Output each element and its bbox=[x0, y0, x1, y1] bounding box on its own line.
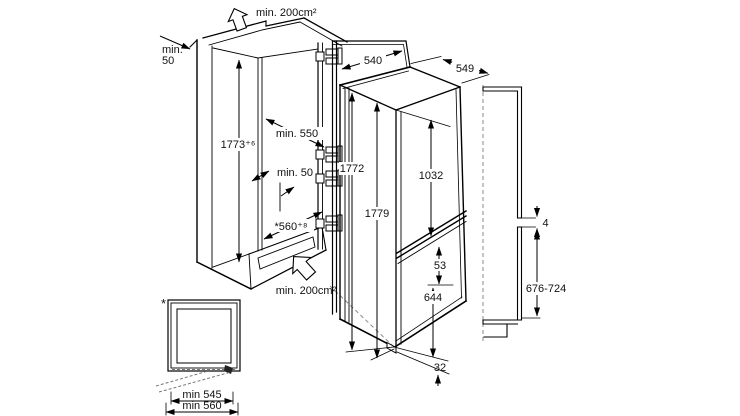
upper-door-dimension: 1032 bbox=[416, 119, 447, 237]
niche-rear-gap-label: min. 50 bbox=[277, 167, 313, 179]
plan-door-swing-dashed bbox=[155, 370, 232, 393]
plinth-dimension: 32 bbox=[434, 362, 446, 386]
lower-panel-dimension: 676-724 bbox=[523, 230, 569, 317]
niche-height-label: 1773⁺⁶ bbox=[221, 139, 256, 151]
appliance-width-label: 540 bbox=[364, 55, 382, 67]
niche-width-label: *560⁺⁸ bbox=[274, 221, 307, 233]
niche-bottom-vent-label: min. 200cm² bbox=[276, 285, 337, 297]
hinge-icon-top bbox=[315, 47, 343, 65]
upper-door-label: 1032 bbox=[419, 170, 443, 182]
hinge-icon-upper-middle bbox=[315, 145, 343, 163]
lower-door-dimension: 644 bbox=[419, 287, 448, 358]
appliance-overall-height-dimension: 1779 bbox=[364, 102, 391, 359]
appliance-depth-dimension: 549 bbox=[442, 59, 489, 75]
niche-height-dimension: 1773⁺⁶ bbox=[219, 59, 257, 263]
door-gap-dimension: 53 bbox=[427, 246, 454, 286]
niche-depth-label: min. 550 bbox=[276, 128, 318, 140]
bottom-airflow-arrow-icon bbox=[292, 256, 317, 281]
niche-top-vent-label: min. 200cm² bbox=[256, 7, 317, 19]
appliance-width-dimension: 540 bbox=[341, 50, 403, 70]
plan-view: * min 545 min 560 bbox=[155, 296, 241, 416]
plinth-label: 32 bbox=[434, 362, 446, 374]
plan-footnote-marker: * bbox=[161, 296, 166, 311]
door-gap-label: 53 bbox=[434, 260, 446, 272]
panel-gap-dimension: 4 bbox=[533, 206, 549, 239]
lower-door-label: 644 bbox=[424, 292, 442, 304]
appliance-height-label: 1772 bbox=[340, 163, 364, 175]
appliance-overall-height-label: 1779 bbox=[365, 208, 389, 220]
lower-panel-label: 676-724 bbox=[526, 283, 566, 295]
niche-rear-gap-dimension: min. 50 bbox=[251, 165, 314, 212]
niche-top-clearance-label-line1: min. bbox=[162, 44, 183, 56]
top-airflow-arrow-icon bbox=[227, 7, 249, 32]
hinge-icon-lower-middle bbox=[315, 169, 343, 187]
plan-hinge-block bbox=[224, 365, 233, 374]
appliance-depth-label: 549 bbox=[456, 63, 474, 75]
niche-top-clearance-dimension: min. 50 bbox=[159, 35, 191, 67]
panel-gap-label: 4 bbox=[543, 218, 549, 230]
appliance-height-dimension: 1772 bbox=[339, 92, 366, 351]
appliance-foot bbox=[386, 341, 397, 354]
niche-top-clearance-label-line2: 50 bbox=[162, 55, 174, 67]
door-panel-profile bbox=[482, 85, 541, 343]
plan-width-inner-label: min 545 bbox=[182, 389, 221, 401]
niche-depth-dimension: min. 550 bbox=[265, 118, 325, 148]
plan-width-outer-label: min 560 bbox=[182, 400, 221, 412]
plan-width-outer-dimension: min 560 bbox=[165, 400, 239, 416]
hinge-icon-bottom bbox=[315, 214, 343, 232]
appliance-outline bbox=[331, 40, 490, 375]
niche-width-dimension: *560⁺⁸ bbox=[263, 211, 323, 240]
plan-width-inner-dimension: min 545 bbox=[170, 389, 234, 405]
